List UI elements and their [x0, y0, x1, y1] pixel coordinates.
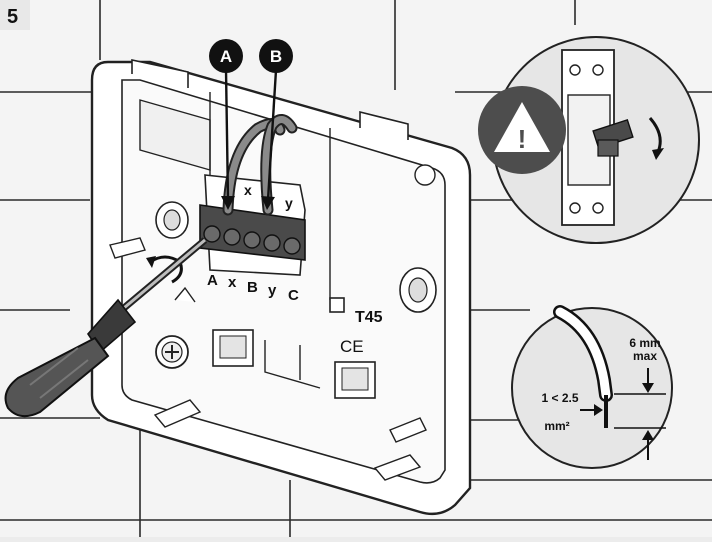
cross-section-unit: mm² — [544, 419, 569, 433]
wires — [222, 114, 298, 216]
terminal-top-label: x — [244, 182, 252, 198]
warning-symbol: ! — [518, 124, 527, 154]
step-badge-bg — [0, 0, 30, 30]
screwdriver — [4, 237, 208, 418]
model-label: T45 — [355, 309, 383, 326]
callout-a-label: A — [220, 47, 232, 66]
terminal-top-label: y — [285, 195, 293, 211]
terminal-top-labels: x y — [244, 182, 293, 211]
warning-icon: ! — [478, 86, 566, 174]
wall-screw-icon — [155, 335, 189, 369]
callout-a: A — [209, 39, 243, 210]
strip-qualifier-label: max — [633, 349, 657, 363]
back-plate — [90, 59, 472, 516]
callout-b: B — [259, 39, 293, 210]
terminal-bottom-label: B — [247, 279, 258, 296]
terminal-bottom-label: y — [268, 282, 277, 299]
terminal-block — [199, 174, 306, 276]
breaker-switch — [592, 118, 634, 157]
terminal-bottom-labels: A x B y C — [207, 272, 299, 304]
step-number: 5 — [7, 6, 18, 28]
terminal-bottom-label: A — [207, 272, 218, 289]
cross-section-value: 1 < 2.5 — [541, 391, 578, 405]
strip-length-label: 6 mm — [629, 336, 660, 350]
terminal-bottom-label: C — [288, 287, 299, 304]
square-marker — [329, 297, 345, 313]
terminal-bottom-label: x — [228, 274, 237, 291]
callout-b-label: B — [270, 47, 282, 66]
ce-mark: CE — [340, 337, 364, 356]
wire-spec-inset: 6 mm max 1 < 2.5 mm² — [511, 305, 673, 469]
switch-off-arrow-icon — [648, 117, 664, 160]
